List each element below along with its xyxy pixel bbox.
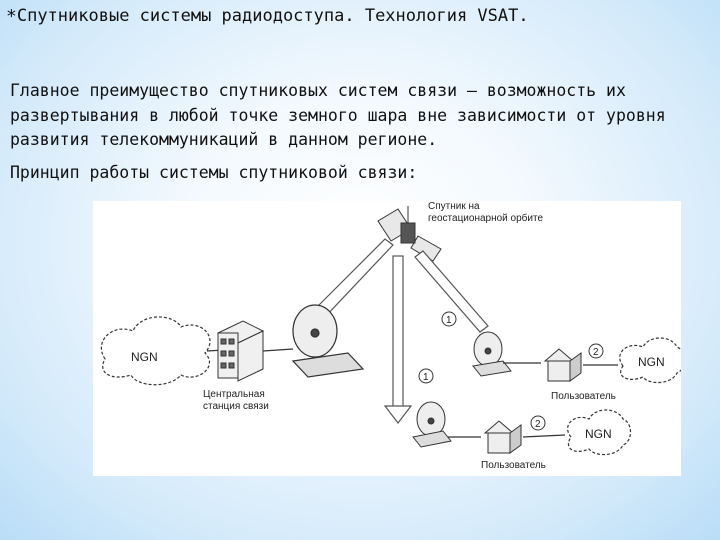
marker-2-lower: 2: [530, 415, 546, 431]
link-satellite-user1: [414, 250, 489, 333]
marker-2-upper: 2: [588, 343, 604, 359]
cloud-ngn-left: NGN: [100, 316, 211, 386]
svg-text:1: 1: [446, 315, 452, 326]
user-house-2-icon: [483, 420, 522, 454]
cloud-ngn-right-bottom-label: NGN: [585, 427, 612, 441]
slide-title: *Спутниковые системы радиодоступа. Техно…: [6, 6, 529, 27]
svg-text:2: 2: [593, 347, 599, 358]
cloud-ngn-right-top-label: NGN: [638, 355, 665, 369]
user-label-2: Пользователь: [481, 460, 546, 471]
user-house-1-icon: [543, 348, 582, 382]
paragraph-advantage: Главное преимущество спутниковых систем …: [10, 81, 666, 149]
link-satellite-user2: [383, 255, 413, 424]
cloud-ngn-right-bottom: NGN: [567, 409, 632, 456]
svg-text:1: 1: [423, 372, 429, 383]
link-house2-ngn: [522, 434, 566, 438]
marker-1-lower: 1: [418, 368, 434, 384]
svg-text:2: 2: [535, 419, 541, 430]
user-label-1: Пользователь: [551, 391, 616, 402]
user-dish-2-icon: [412, 401, 452, 448]
satellite-label-line2: геостационарной орбите: [428, 212, 543, 224]
title-text: Спутниковые системы радиодоступа. Технол…: [16, 6, 529, 26]
cloud-ngn-right-top: NGN: [619, 337, 681, 384]
marker-1-upper: 1: [441, 311, 457, 327]
paragraph-principle: Принцип работы системы спутниковой связи…: [10, 163, 418, 182]
central-station-icon: [216, 320, 265, 382]
cloud-ngn-left-label: NGN: [131, 350, 158, 364]
satellite-icon: [377, 206, 442, 262]
link-central-dish: [262, 348, 294, 352]
satellite-network-diagram: Спутник на геостационарной орбите NGN: [93, 201, 681, 476]
title-bullet: *: [6, 6, 17, 27]
central-dish-icon: [291, 304, 365, 378]
satellite-label-line1: Спутник на: [428, 201, 480, 212]
link-central-satellite: [312, 238, 394, 320]
central-station-label-line2: станция связи: [203, 401, 269, 412]
user-dish-1-icon: [472, 331, 512, 377]
central-station-label-line1: Центральная: [203, 389, 265, 400]
